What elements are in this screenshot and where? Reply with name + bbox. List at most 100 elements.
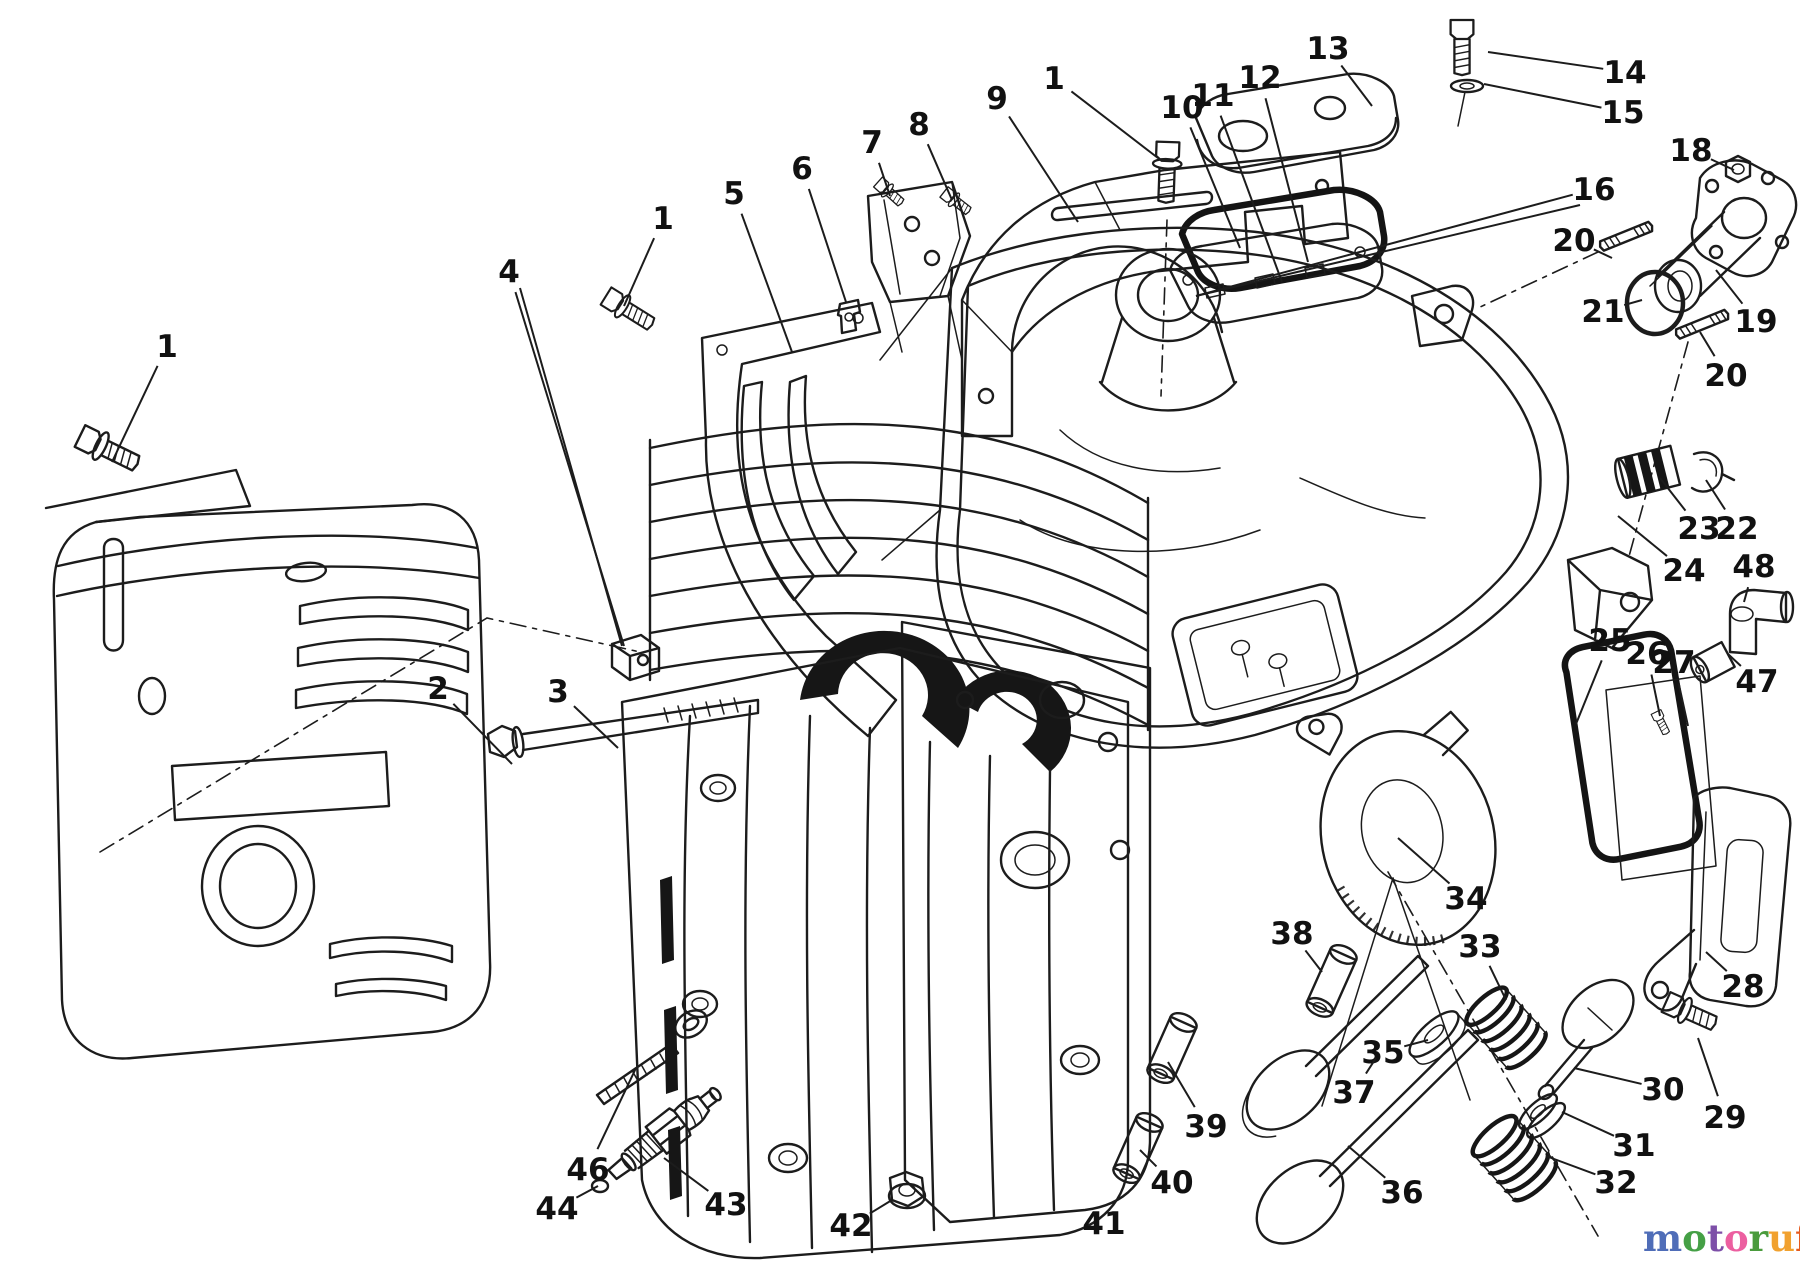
- leader-line-15: [1483, 83, 1602, 109]
- callout-18-18: 18: [1669, 133, 1712, 169]
- valve-spring-a: [1464, 985, 1548, 1071]
- callout-46-48: 46: [566, 1152, 609, 1188]
- callout-5-6: 5: [723, 176, 745, 212]
- mounting-stud-a: [1598, 220, 1654, 252]
- callout-11-12: 11: [1191, 78, 1234, 114]
- callout-26-28: 26: [1625, 636, 1668, 672]
- leader-line-43: [663, 1157, 709, 1192]
- callout-30-34: 30: [1641, 1072, 1684, 1108]
- breather-cover: [1643, 786, 1792, 1012]
- leader-line-4: [514, 291, 625, 647]
- spark-plug: [607, 1086, 722, 1181]
- bushing-spring: [1614, 444, 1682, 499]
- callout-6-7: 6: [791, 151, 813, 187]
- cylinder-stud: [595, 1042, 680, 1106]
- backing-plate: [960, 150, 1350, 438]
- leader-line-33: [1488, 965, 1507, 1001]
- leader-line-47: [1727, 653, 1742, 667]
- callout-34-31: 34: [1444, 881, 1487, 917]
- leader-line-20: [1699, 331, 1716, 357]
- leader-line-2: [452, 703, 513, 765]
- leader-line-38: [1304, 949, 1323, 973]
- callout-47-30: 47: [1735, 664, 1778, 700]
- callout-19-21: 19: [1734, 304, 1777, 340]
- callout-31-36: 31: [1612, 1128, 1655, 1164]
- leader-line-42: [869, 1199, 893, 1215]
- head-gasket: [800, 620, 1152, 1224]
- callout-27-29: 27: [1652, 645, 1695, 681]
- logo-text[interactable]: motoruf'.de: [1643, 1216, 1800, 1260]
- cover-flange-bolt: [1660, 991, 1718, 1031]
- o-ring: [1624, 269, 1686, 337]
- leader-line-21: [1623, 299, 1643, 306]
- callout-36-43: 36: [1380, 1175, 1423, 1211]
- callout-15-16: 15: [1601, 95, 1644, 131]
- callout-14-15: 14: [1603, 55, 1646, 91]
- callout-13-14: 13: [1306, 31, 1349, 67]
- leader-line-1: [623, 237, 656, 307]
- mounting-stud-b: [1674, 308, 1730, 340]
- leader-line-26: [1650, 674, 1661, 717]
- engine-shroud: [44, 468, 492, 1060]
- callout-37-40: 37: [1332, 1075, 1375, 1111]
- leader-line-22: [1705, 479, 1726, 511]
- spring-retainer: [1517, 1092, 1567, 1140]
- pump-housing: [1295, 710, 1497, 947]
- leader-line-7: [878, 162, 891, 197]
- leader-line-20: [1593, 248, 1613, 259]
- callout-16-17: 16: [1572, 172, 1615, 208]
- leader-line-1: [1070, 90, 1159, 159]
- leader-line-12: [1264, 98, 1309, 263]
- plug-boot: [1689, 640, 1736, 684]
- side-cover-gasket: [1561, 630, 1717, 881]
- callout-38-38: 38: [1270, 916, 1313, 952]
- callout-40-42: 40: [1150, 1165, 1193, 1201]
- heat-shield: [700, 301, 898, 738]
- callout-3-4: 3: [547, 674, 569, 710]
- cover-washer: [1449, 78, 1485, 127]
- callout-48-26: 48: [1732, 549, 1775, 585]
- callout-43-46: 43: [704, 1187, 747, 1223]
- cover-gasket: [1178, 186, 1388, 292]
- valve-spring-b: [1470, 1113, 1559, 1203]
- callout-1-1: 1: [652, 201, 674, 237]
- leader-line-8: [926, 143, 953, 201]
- callout-32-37: 32: [1594, 1165, 1637, 1201]
- leader-line-24: [1617, 515, 1668, 557]
- leader-line-31: [1561, 1111, 1615, 1137]
- leader-line-29: [1697, 1037, 1719, 1097]
- callout-21-20: 21: [1581, 294, 1624, 330]
- motoruf-logo[interactable]: motoruf'.de: [1643, 1216, 1800, 1260]
- callout-25-27: 25: [1588, 623, 1631, 659]
- callout-44-47: 44: [535, 1191, 578, 1227]
- leader-line-13: [1340, 64, 1373, 107]
- callout-41-44: 41: [1082, 1206, 1125, 1242]
- leader-line-5: [740, 213, 793, 353]
- flange-bolt-left: [73, 424, 141, 472]
- leader-line-37: [1365, 1057, 1377, 1075]
- cover-bolt: [1449, 18, 1475, 77]
- leader-line-39: [1167, 1061, 1196, 1108]
- leader-line-36: [1347, 1145, 1386, 1179]
- leader-line-19: [1715, 269, 1744, 305]
- square-nut: [610, 633, 661, 682]
- valve-guide-c: [1112, 1111, 1164, 1185]
- leader-line-30: [1573, 1067, 1642, 1085]
- leader-line-28: [1705, 951, 1728, 972]
- callout-20-19: 20: [1552, 223, 1595, 259]
- leader-line-40: [1139, 1149, 1158, 1168]
- elbow-fitting: [1728, 588, 1795, 656]
- leader-line-46: [596, 1067, 637, 1150]
- callout-35-39: 35: [1361, 1035, 1404, 1071]
- callout-39-41: 39: [1184, 1109, 1227, 1145]
- callout-4-5: 4: [498, 254, 520, 290]
- head-flange-nut: [887, 1170, 927, 1210]
- valve-guide-a: [1305, 943, 1358, 1018]
- leader-line-14: [1487, 51, 1604, 70]
- callout-42-45: 42: [829, 1208, 872, 1244]
- exhaust-flange-tube: [1649, 159, 1798, 314]
- callout-8-9: 8: [908, 107, 930, 143]
- callout-23-23: 23: [1677, 511, 1720, 547]
